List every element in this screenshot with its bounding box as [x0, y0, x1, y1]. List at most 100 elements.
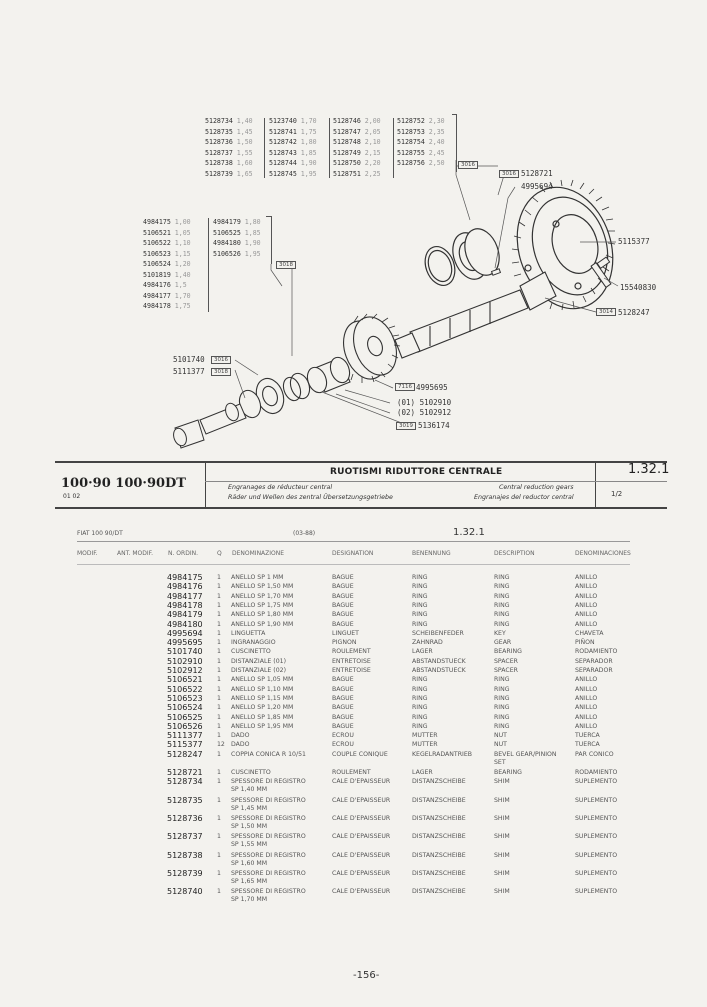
cell-it: SPESSORE DI REGISTRO	[231, 833, 306, 841]
shim-thickness: 1,55	[236, 148, 253, 157]
cell-en: KEY	[494, 629, 506, 637]
cell-it: DISTANZIALE (01)	[231, 657, 286, 665]
cell-de: RING	[412, 676, 428, 684]
section-number: 1.32.1	[628, 462, 670, 477]
shim-entry: 5128754 2,40	[397, 137, 445, 148]
shim-part-number: 5128737	[205, 148, 237, 157]
shim-entry: 4984175 1,00	[143, 217, 191, 228]
cell-q: 1	[217, 704, 221, 712]
cell-q: 1	[217, 629, 221, 637]
cell-de: RING	[412, 583, 428, 591]
shim-thickness: 1,20	[174, 260, 191, 268]
cell-en: SHIM	[494, 814, 510, 822]
part-label: (02) 5102912	[397, 408, 452, 417]
shim-entry: 5128747 2,05	[333, 127, 381, 138]
shim-part-number: 5128742	[269, 138, 301, 146]
cell-en: NUT	[494, 732, 507, 740]
cell-es: SEPARADOR	[575, 657, 613, 665]
shim-entry: 4984179 1,80	[213, 217, 261, 228]
shim-part-number: 5128750	[333, 159, 365, 167]
cell-en: SHIM	[494, 851, 510, 859]
title-english: Central reduction gears	[499, 484, 574, 491]
cell-it-line2: SP 1,55 MM	[231, 841, 268, 849]
cell-it: SPESSORE DI REGISTRO	[231, 888, 306, 896]
cell-q: 1	[217, 648, 221, 656]
shim-entry: 5128755 2,45	[397, 148, 445, 159]
shim-part-number: 5106523	[143, 249, 175, 258]
shim-part-number: 5128745	[269, 169, 301, 178]
shim-thickness: 1,40	[236, 117, 253, 125]
shim-entry: 5106524 1,20	[143, 259, 191, 270]
cell-q: 1	[217, 657, 221, 665]
shim-entry: 5106521 1,05	[143, 228, 191, 239]
cell-it: CUSCINETTO	[231, 648, 271, 656]
cell-fr: BAGUE	[332, 574, 354, 581]
cell-en: RING	[494, 713, 510, 721]
shim-thickness: 2,45	[428, 148, 445, 157]
column-header: DENOMINACIONES	[575, 550, 631, 557]
model-variant: 01 02	[63, 493, 81, 500]
cell-q: 1	[217, 851, 221, 859]
shim-part-number: 5123740	[269, 117, 301, 125]
cell-es: PAR CONICO	[575, 750, 614, 758]
bolt	[590, 256, 612, 289]
cell-it: SPESSORE DI REGISTRO	[231, 796, 306, 804]
shim-entry: 5128745 1,95	[269, 169, 317, 180]
shim-part-number: 5128736	[205, 138, 237, 146]
part-label: (01) 5102910	[397, 398, 452, 407]
cell-es: ANILLO	[575, 722, 598, 730]
cell-fr: LINGUET	[332, 629, 359, 637]
shim-entry: 5128750 2,20	[333, 158, 381, 169]
cell-q: 1	[217, 574, 221, 581]
shim-entry: 5128752 2,30	[397, 116, 445, 127]
cell-pn: 5128734	[167, 777, 203, 787]
cell-en: RING	[494, 694, 510, 702]
shim-entry: 4984177 1,70	[143, 291, 191, 302]
page-number: -156-	[353, 970, 380, 981]
cell-es: ANILLO	[575, 601, 598, 609]
shim-part-number: 5128754	[397, 138, 429, 146]
shim-part-number: 5128752	[397, 117, 429, 125]
cell-q: 12	[217, 741, 225, 749]
shim-entry: 4984180 1,90	[213, 238, 261, 249]
shim-ring	[424, 246, 456, 286]
cell-en: NUT	[494, 741, 507, 749]
shim-thickness: 1,00	[174, 218, 191, 226]
cell-it: CUSCINETTO	[231, 769, 271, 776]
cell-en: RING	[494, 620, 510, 628]
list-section: 1.32.1	[453, 527, 485, 538]
cell-en: RING	[494, 676, 510, 684]
cell-en-line2: SET	[494, 758, 506, 766]
cell-es: TUERCA	[575, 741, 600, 749]
shim-entry: 5128748 2,10	[333, 137, 381, 148]
cell-en: RING	[494, 601, 510, 609]
cell-q: 1	[217, 869, 221, 877]
spur-gear	[343, 313, 401, 383]
cell-es: ANILLO	[575, 685, 598, 693]
ref-tag: 3018	[211, 368, 231, 376]
ref-tag: 3019	[396, 422, 416, 430]
column-header: DENOMINAZIONE	[232, 550, 285, 557]
shim-part-number: 5128739	[205, 169, 237, 178]
shim-part-number: 5128738	[205, 159, 237, 167]
shim-thickness: 1,05	[174, 228, 191, 237]
cell-en: RING	[494, 704, 510, 712]
cell-de: RING	[412, 592, 428, 600]
cell-pn: 5128740	[167, 887, 203, 897]
cell-it: DADO	[231, 741, 250, 749]
shim-entry: 5106525 1,85	[213, 228, 261, 239]
shim-part-number: 4984179	[213, 218, 245, 226]
cell-en: GEAR	[494, 639, 512, 647]
cell-de: SCHEIBENFEDER	[412, 629, 464, 637]
cell-pn: 5106523	[167, 693, 203, 703]
shim-entry: 5128737 1,55	[205, 148, 253, 159]
cell-fr: ENTRETOISE	[332, 657, 371, 665]
cell-es: ANILLO	[575, 592, 598, 600]
part-label: 4995694	[521, 182, 553, 191]
cell-pn: 5128721	[167, 768, 203, 777]
shim-thickness: 2,40	[428, 138, 445, 146]
cell-fr: ECROU	[332, 732, 354, 740]
